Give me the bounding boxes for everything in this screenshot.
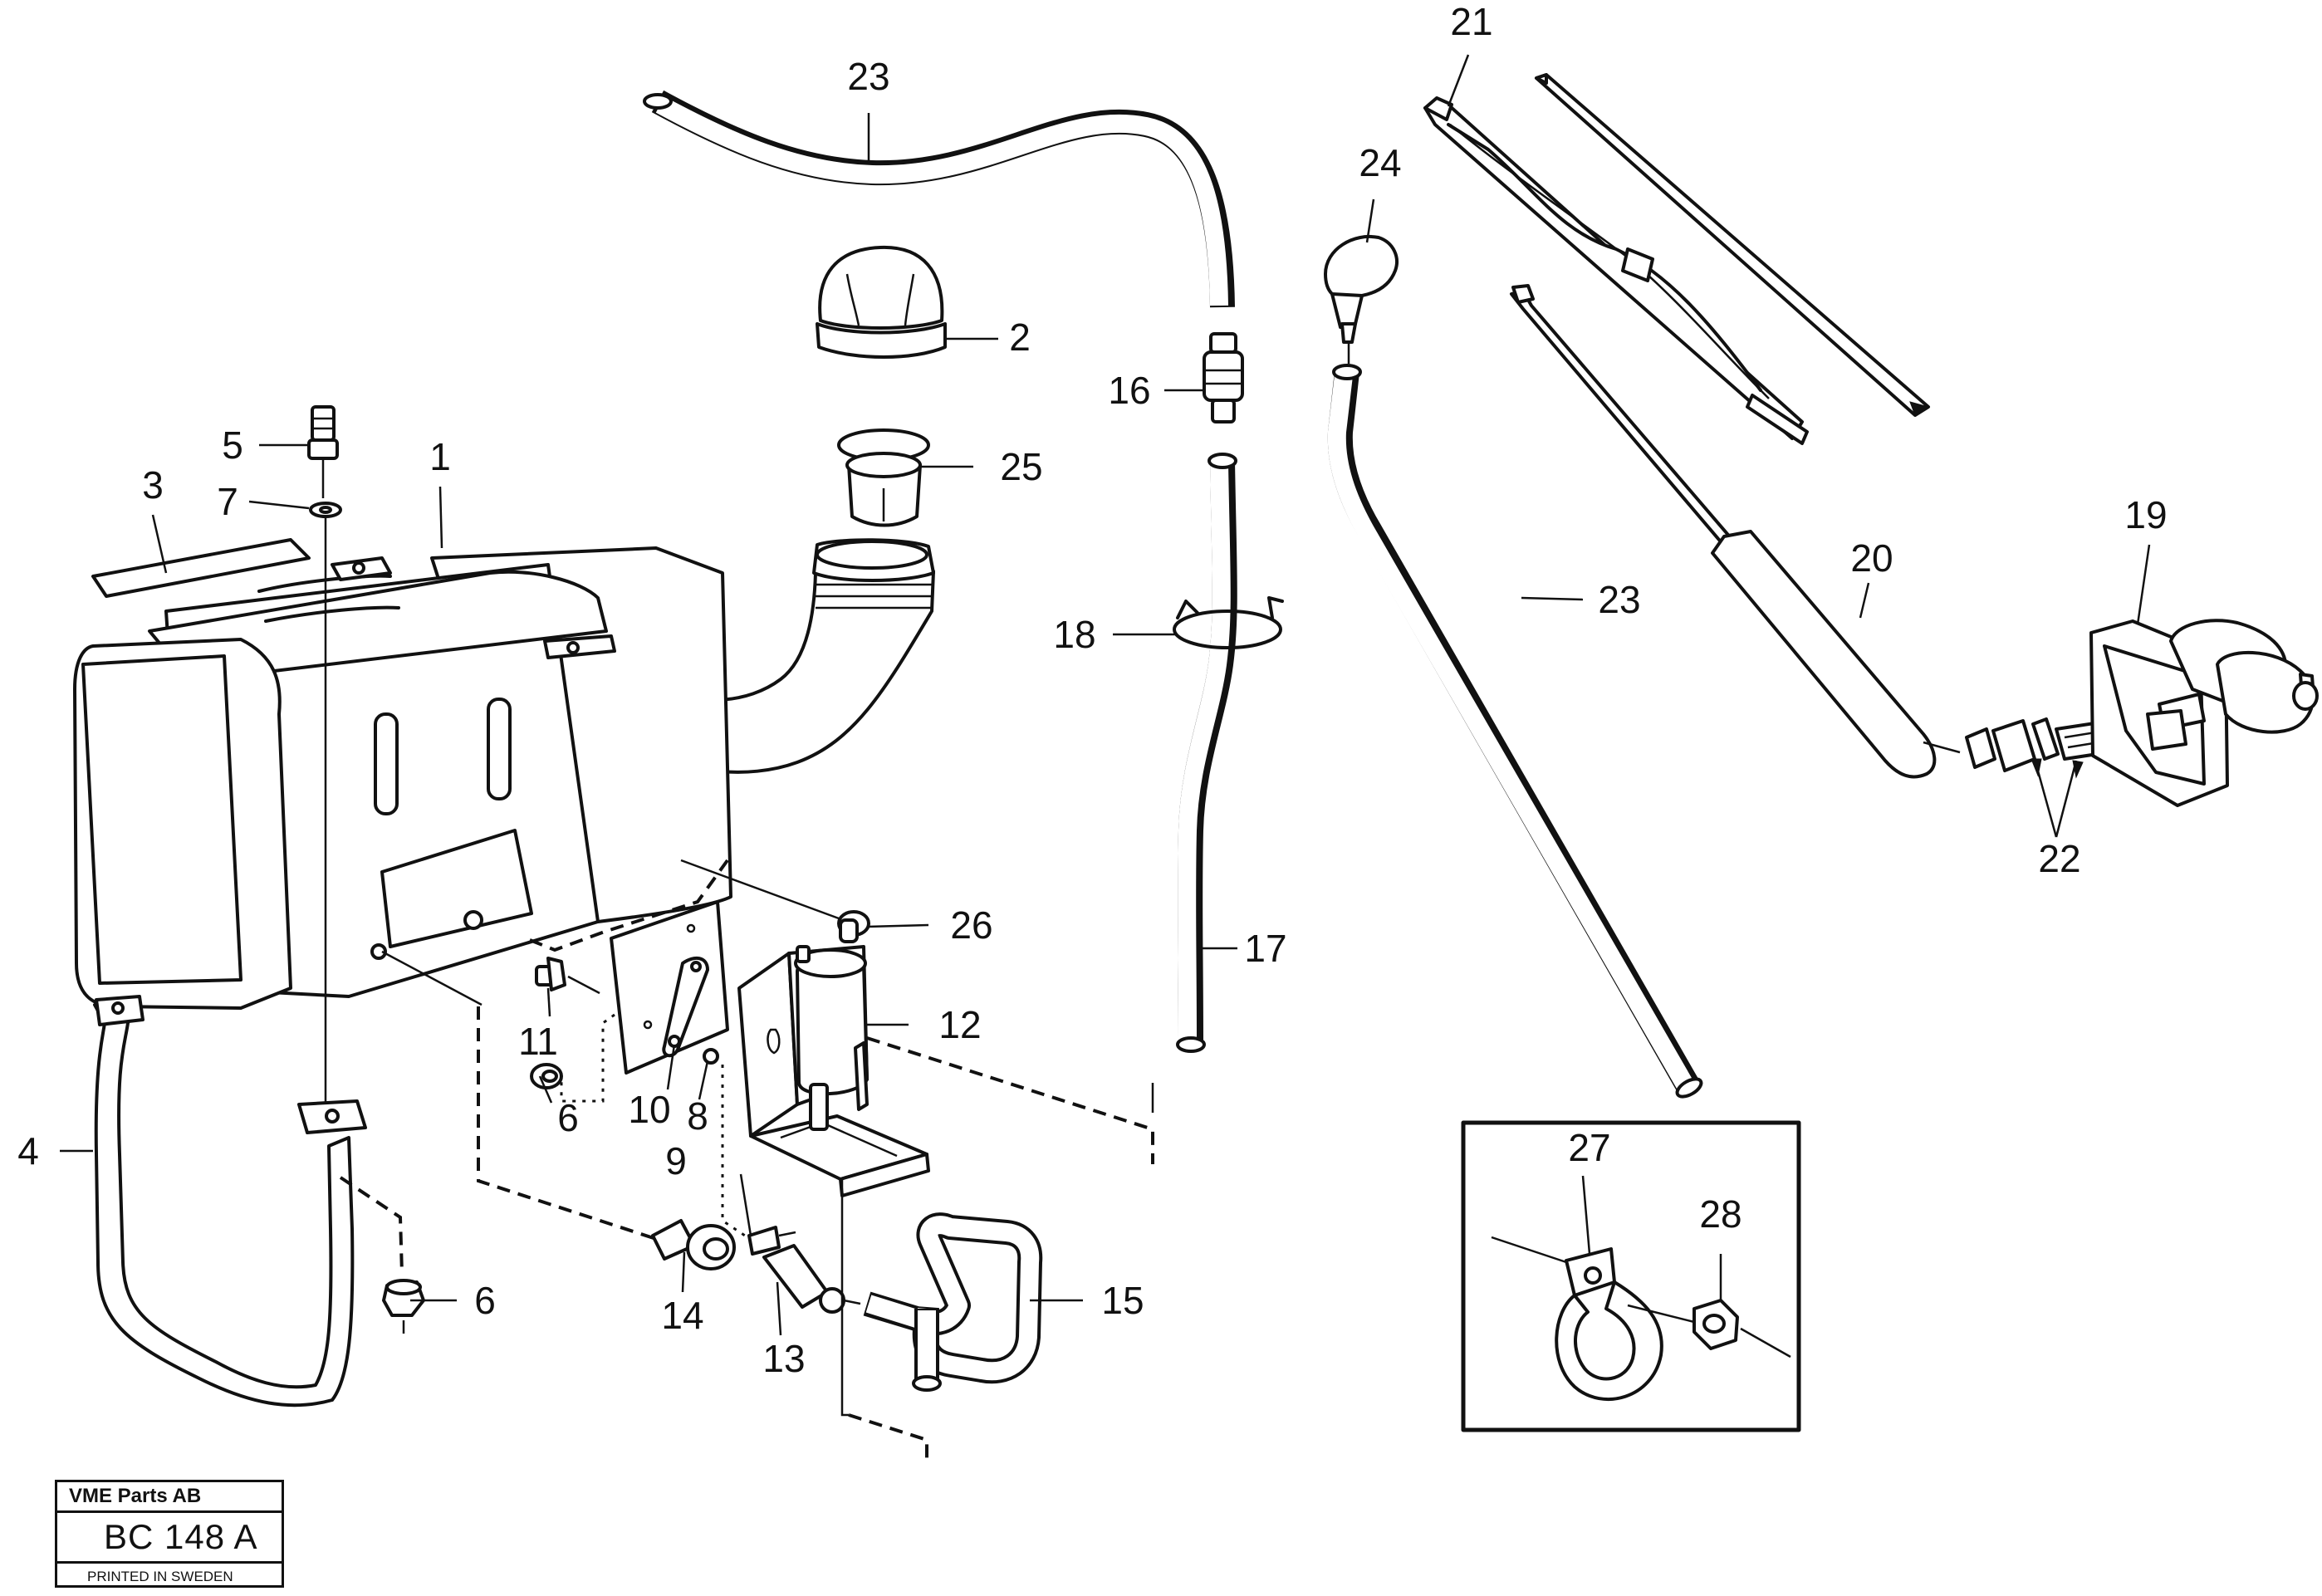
label-1: 1 [429, 435, 451, 478]
label-2: 2 [1009, 316, 1031, 359]
label-13: 13 [762, 1337, 805, 1380]
washer-fluid-tank [73, 538, 935, 1010]
washer-hose-arm [1327, 364, 1703, 1099]
label-23-upper: 23 [847, 55, 889, 98]
washer-hose-upper [643, 90, 1235, 308]
label-17: 17 [1244, 927, 1286, 970]
strap-nut-guide [339, 1176, 404, 1275]
assembly-guide-4 [840, 1179, 849, 1417]
tank-plug [837, 910, 870, 943]
pump-pipe [863, 1212, 1043, 1392]
label-10: 10 [628, 1088, 670, 1131]
label-26: 26 [950, 903, 992, 947]
label-16: 16 [1108, 369, 1150, 412]
tank-bolt [307, 405, 339, 498]
pump-nipple [762, 1244, 861, 1314]
hose-clamp-detail [1491, 1236, 1663, 1401]
screw-guide [721, 1065, 748, 1239]
tank-pad-strip [91, 538, 311, 598]
tank-grommet [651, 1219, 736, 1270]
label-4: 4 [17, 1129, 39, 1173]
label-23-arm: 23 [1598, 578, 1640, 621]
label-5: 5 [222, 423, 243, 467]
filler-cap [816, 245, 947, 359]
stamp-company: VME Parts AB [57, 1482, 282, 1513]
label-14: 14 [661, 1294, 703, 1337]
plate-nut-guide [560, 1013, 615, 1103]
wiper-motor [2089, 619, 2319, 807]
tank-washer [309, 502, 342, 1129]
label-22: 22 [2038, 837, 2080, 880]
label-15: 15 [1101, 1279, 1144, 1322]
label-28: 28 [1699, 1192, 1742, 1236]
stamp-printed: PRINTED IN SWEDEN [87, 1569, 233, 1584]
hose-connector [1203, 332, 1244, 423]
pump-screw [703, 1048, 719, 1065]
stamp-drawing-code: BC 148 A [57, 1513, 282, 1564]
assembly-guide-5 [848, 1413, 928, 1463]
label-19: 19 [2124, 493, 2167, 536]
wiper-arm [1510, 284, 1961, 779]
label-3: 3 [142, 463, 164, 507]
assembly-guide-3 [381, 950, 483, 1006]
label-7: 7 [217, 480, 238, 523]
plug-guide [680, 859, 840, 920]
label-24: 24 [1359, 141, 1401, 184]
hose-clip [1173, 596, 1284, 649]
label-8: 8 [687, 1094, 708, 1138]
label-6-mid: 6 [557, 1096, 579, 1139]
plate-nut [530, 1063, 563, 1089]
washer-nozzle [1324, 234, 1399, 364]
label-18: 18 [1053, 613, 1095, 656]
label-12: 12 [938, 1003, 981, 1046]
clamp-nut-detail [1627, 1299, 1791, 1359]
label-11: 11 [518, 1020, 558, 1063]
label-27: 27 [1568, 1126, 1610, 1169]
pump-fixing-screw [747, 1226, 796, 1256]
tank-mounting-strap [93, 995, 367, 1408]
leader-lines [60, 54, 2151, 1336]
assembly-guide-1 [529, 859, 729, 952]
filler-strainer [837, 428, 930, 527]
label-21: 21 [1450, 0, 1492, 43]
strap-nut [382, 1279, 425, 1334]
label-6-lower: 6 [474, 1279, 496, 1322]
washer-hose-main [1176, 453, 1237, 1053]
pump-bracket-plate [610, 900, 729, 1075]
callout-labels: 1 2 3 4 5 6 6 7 8 9 10 11 12 13 14 15 16… [17, 0, 2167, 1380]
assembly-guide-2 [477, 1006, 657, 1241]
label-9: 9 [665, 1139, 687, 1182]
label-25: 25 [1000, 445, 1042, 488]
drawing-stamp: VME Parts AB BC 148 A PRINTED IN SWEDEN [55, 1480, 284, 1588]
label-20: 20 [1850, 536, 1893, 580]
plate-nipple [535, 957, 600, 995]
detail-box [1461, 1120, 1801, 1432]
washer-pump [737, 945, 930, 1197]
wiper-rubber [1535, 73, 1930, 417]
wiper-blade [1423, 96, 1809, 445]
